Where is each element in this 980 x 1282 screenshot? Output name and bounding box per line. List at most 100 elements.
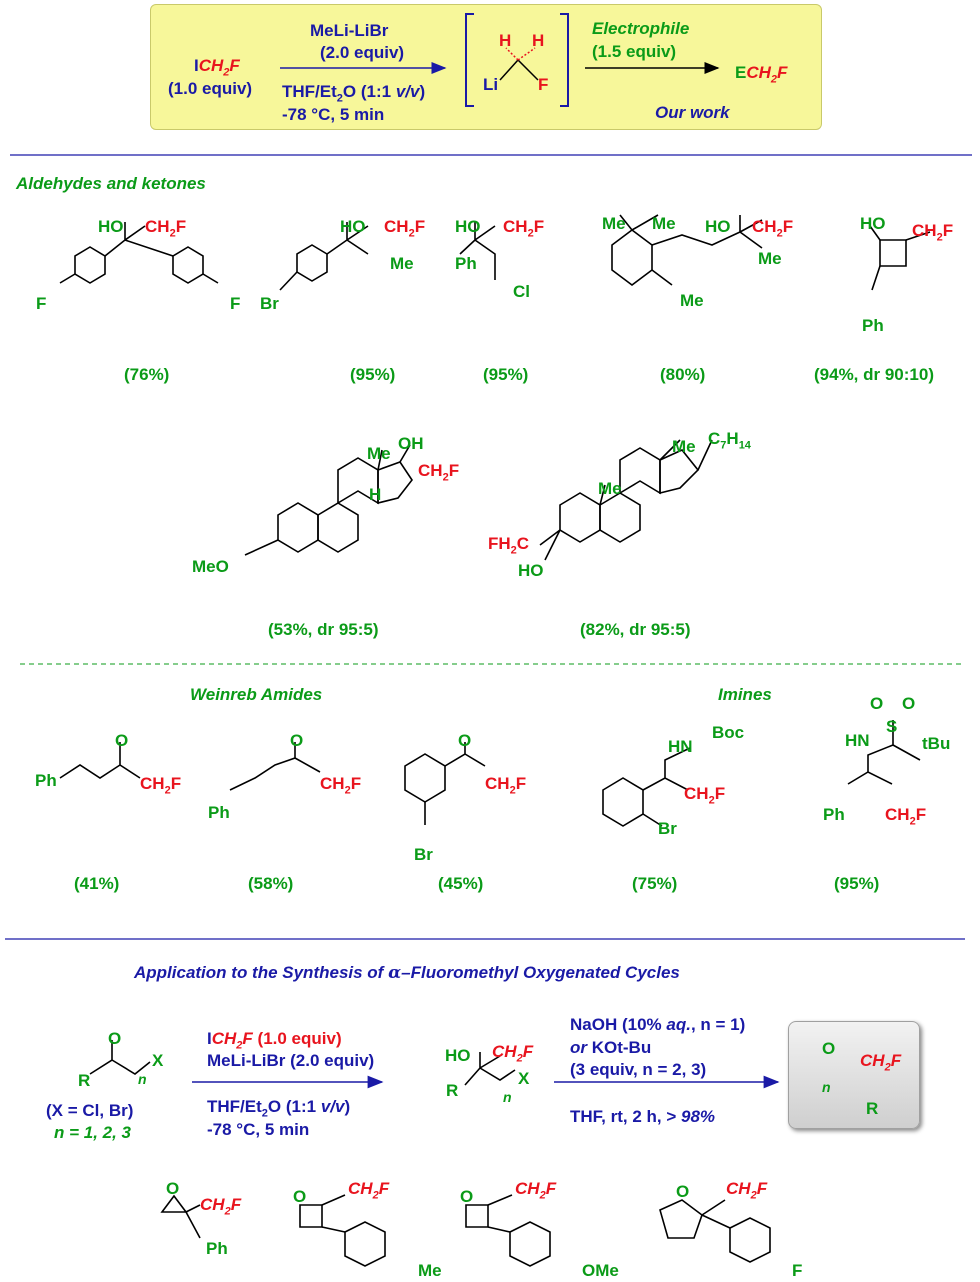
- yield-3: (95%): [483, 365, 529, 384]
- label-ph-5: Ph: [862, 316, 884, 335]
- label-ph-3: Ph: [455, 254, 477, 273]
- label-ho-4: HO: [705, 217, 731, 236]
- label-f-1: F: [36, 294, 47, 313]
- label-ch2f-prod: CH2F: [860, 1051, 902, 1074]
- app-cond-temp: -78 °C, 5 min: [207, 1120, 310, 1139]
- label-o-prod: O: [822, 1039, 836, 1058]
- label-ph-ep: Ph: [206, 1239, 228, 1258]
- label-x-sm: X: [152, 1051, 164, 1070]
- label-ch2f-i2: CH2F: [885, 805, 927, 828]
- label-ho-5: HO: [860, 214, 886, 233]
- label-me-4c: Me: [758, 249, 782, 268]
- label-r-sm: R: [78, 1071, 91, 1090]
- label-ph-w2: Ph: [208, 803, 230, 822]
- temperature-label: -78 °C, 5 min: [282, 105, 385, 124]
- label-ch2f-ox1: CH2F: [348, 1179, 390, 1202]
- label-r-prod: R: [866, 1099, 879, 1118]
- label-o-s1: O: [870, 694, 884, 713]
- label-ch2f-thf: CH2F: [726, 1179, 768, 1202]
- label-ch2f-ep: CH2F: [200, 1195, 242, 1218]
- heading-imines: Imines: [718, 685, 772, 704]
- app-cond2-thf: THF, rt, 2 h, > 98%: [570, 1107, 716, 1126]
- h-atom-1: H: [499, 31, 512, 50]
- label-ho-int: HO: [445, 1046, 471, 1065]
- yield-9: (58%): [248, 874, 294, 893]
- yield-5: (94%, dr 90:10): [814, 365, 934, 384]
- label-o-ep: O: [166, 1179, 180, 1198]
- label-br-w3: Br: [414, 845, 433, 864]
- label-o-w3: O: [458, 731, 472, 750]
- yield-7: (82%, dr 95:5): [580, 620, 691, 639]
- app-cond2-kotbu: or KOt-Bu: [570, 1038, 652, 1057]
- label-ch2f-w3: CH2F: [485, 774, 527, 797]
- label-ho-2: HO: [340, 217, 366, 236]
- label-ch2f-est: CH2F: [418, 461, 460, 484]
- label-n-sm: n: [138, 1071, 147, 1087]
- label-ch2f-int: CH2F: [492, 1042, 534, 1065]
- label-meo-est: MeO: [192, 557, 229, 576]
- label-n-prod: n: [822, 1079, 831, 1095]
- heading-application: Application to the Synthesis of α–Fluoro…: [134, 963, 680, 983]
- label-ho-3: HO: [455, 217, 481, 236]
- label-me-chol1: Me: [672, 437, 696, 456]
- base-label: MeLi-LiBr: [310, 21, 389, 40]
- li-atom: Li: [483, 75, 499, 94]
- yield-10: (45%): [438, 874, 484, 893]
- label-o-w1: O: [115, 731, 129, 750]
- app-cond-base: MeLi-LiBr (2.0 equiv): [207, 1051, 375, 1070]
- label-cl-3: Cl: [513, 282, 530, 301]
- heading-weinreb-amides: Weinreb Amides: [190, 685, 323, 704]
- label-tbu: tBu: [922, 734, 951, 753]
- label-h-est: H: [369, 485, 382, 504]
- sm-x-note: (X = Cl, Br): [46, 1101, 134, 1120]
- yield-1: (76%): [124, 365, 170, 384]
- label-br-i1: Br: [658, 819, 677, 838]
- app-cond-reagent: ICH2F (1.0 equiv): [207, 1029, 342, 1052]
- label-me-chol2: Me: [598, 479, 622, 498]
- label-f-2: F: [230, 294, 241, 313]
- label-r-int: R: [446, 1081, 459, 1100]
- label-ch2f-1: CH2F: [145, 217, 187, 240]
- label-me-4b: Me: [652, 214, 676, 233]
- label-hn-i1: HN: [668, 737, 693, 756]
- bracket-right: [560, 13, 569, 107]
- product-box: [788, 1021, 920, 1129]
- label-o-ox2: O: [460, 1187, 474, 1206]
- label-me-est: Me: [367, 444, 391, 463]
- label-o-sm: O: [108, 1029, 122, 1048]
- label-ch2f-w2: CH2F: [320, 774, 362, 797]
- label-ph-w1: Ph: [35, 771, 57, 790]
- carbenoid-bonds: [499, 58, 539, 81]
- label-o-w2: O: [290, 731, 304, 750]
- f-atom: F: [538, 75, 549, 94]
- yield-4: (80%): [660, 365, 706, 384]
- label-ome-ox2: OMe: [582, 1261, 619, 1280]
- app-cond2-equiv: (3 equiv, n = 2, 3): [570, 1060, 707, 1079]
- heading-aldehydes-ketones: Aldehydes and ketones: [16, 174, 206, 193]
- label-c7h14: C7H14: [708, 429, 751, 452]
- label-ch2f-i1: CH2F: [684, 784, 726, 807]
- label-me-4d: Me: [680, 291, 704, 310]
- base-equiv: (2.0 equiv): [320, 43, 405, 62]
- yield-12: (95%): [834, 874, 880, 893]
- product-ech2f: ECH2F: [735, 63, 788, 86]
- label-hn-i2: HN: [845, 731, 870, 750]
- electrophile-equiv: (1.5 equiv): [592, 42, 677, 61]
- label-o-ox1: O: [293, 1187, 307, 1206]
- label-boc: Boc: [712, 723, 745, 742]
- label-ho-chol: HO: [518, 561, 544, 580]
- yield-2: (95%): [350, 365, 396, 384]
- label-ch2f-5: CH2F: [912, 221, 954, 244]
- yield-6: (53%, dr 95:5): [268, 620, 379, 639]
- label-me-2: Me: [390, 254, 414, 273]
- app-cond-solvent: THF/Et2O (1:1 v/v): [207, 1097, 351, 1120]
- our-work-label: Our work: [655, 103, 730, 122]
- label-fh2c: FH2C: [488, 534, 530, 557]
- label-s: S: [886, 717, 898, 736]
- label-o-s2: O: [902, 694, 916, 713]
- yield-11: (75%): [632, 874, 678, 893]
- label-ho-1: HO: [98, 217, 124, 236]
- label-ch2f-4: CH2F: [752, 217, 794, 240]
- reagent-icH2f: ICH2F: [194, 56, 240, 79]
